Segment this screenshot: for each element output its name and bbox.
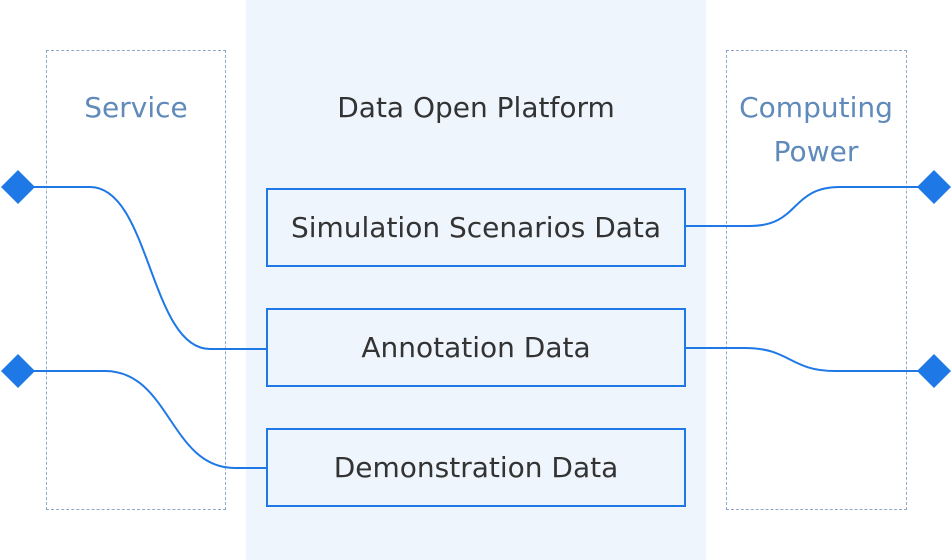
platform-title: Data Open Platform	[337, 91, 615, 124]
service-title: Service	[84, 91, 188, 124]
connector-annotation-to-computing	[686, 347, 934, 372]
connector-simulation-to-computing	[686, 186, 934, 227]
computing-power-panel	[726, 50, 907, 510]
diamond-node-icon	[917, 170, 951, 204]
connector-service-to-demonstration	[18, 370, 266, 469]
computing-power-title-line: Power	[773, 135, 859, 168]
computing-power-title-line: Computing	[739, 91, 893, 124]
simulation-scenarios-data-box: Simulation Scenarios Data	[266, 188, 686, 267]
diamond-node-icon	[917, 354, 951, 388]
annotation-data-box: Annotation Data	[266, 308, 686, 387]
diamond-node-icon	[1, 354, 35, 388]
diamond-node-icon	[1, 170, 35, 204]
connector-service-to-annotation	[18, 186, 266, 350]
service-panel	[46, 50, 226, 510]
demonstration-data-box: Demonstration Data	[266, 428, 686, 507]
